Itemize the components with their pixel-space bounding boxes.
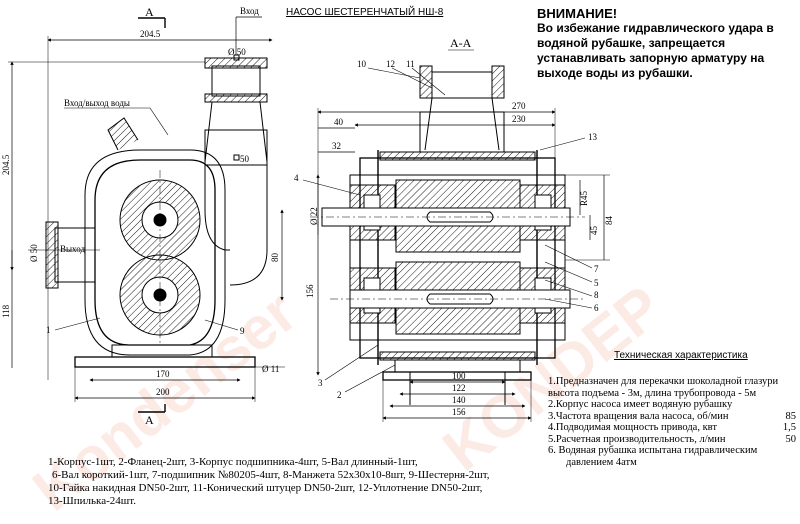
warning-note: ВНИМАНИЕ! Во избежание гидравлического у… <box>537 6 795 81</box>
callout-side-5: 5 <box>594 278 599 288</box>
dim-100: 100 <box>452 371 466 381</box>
dim-hole: Ø 11 <box>262 364 279 374</box>
spec-line-6: 6. Водяная рубашка испытана гидравлическ… <box>548 445 758 456</box>
specs-block: 1.Предназначен для перекачки шоколадной … <box>548 376 796 468</box>
callout-side-8: 8 <box>594 290 599 300</box>
dim-156-horizontal: 156 <box>452 407 466 417</box>
callout-front-9: 9 <box>240 326 245 336</box>
dim-32: 32 <box>332 141 341 151</box>
side-section-view: A-A 270 230 40 32 <box>294 36 614 422</box>
callout-front-1: 1 <box>46 325 51 335</box>
dim-45: 45 <box>589 226 599 236</box>
warning-heading: ВНИМАНИЕ! <box>537 6 618 21</box>
outlet-label: Выход <box>60 244 85 254</box>
warning-text: Во избежание гидравлического удара в вод… <box>537 21 774 80</box>
dim-inlet-diameter: Ø 50 <box>29 244 39 262</box>
dim-base-200: 200 <box>156 387 170 397</box>
callout-side-13: 13 <box>588 132 598 142</box>
legend-line-3: 10-Гайка накидная DN50-2шт, 11-Конически… <box>48 482 483 494</box>
dim-width-top: 204.5 <box>140 29 161 39</box>
spec-value-4: 1,5 <box>782 422 796 433</box>
dim-outlet-diameter: Ø 50 <box>228 47 246 57</box>
callout-side-6: 6 <box>594 303 599 313</box>
spec-line-1: 1.Предназначен для перекачки шоколадной … <box>548 376 779 387</box>
spec-value-5: 50 <box>785 433 797 445</box>
legend-line-1: 1-Корпус-1шт, 2-Фланец-2шт, 3-Корпус под… <box>48 456 418 468</box>
legend-line-4: 13-Шпилька-24шт. <box>48 495 136 507</box>
dim-gap-80: 80 <box>270 253 280 263</box>
spec-line-5: 5.Расчетная производительность, л/мин <box>548 433 726 445</box>
dim-height-left: 204.5 <box>1 154 11 175</box>
jacket-label: Вход/выход воды <box>64 98 130 108</box>
inlet-label: Вход <box>240 6 259 16</box>
callout-side-10: 10 <box>357 59 367 69</box>
section-mark-bottom: A <box>145 413 154 427</box>
dim-122: 122 <box>452 383 466 393</box>
spec-line-2: 2.Корпус насоса имеет водяную рубашку <box>548 399 733 410</box>
dim-84: 84 <box>604 216 614 226</box>
front-view: A A Вход 204.5 204.5 118 Ø 50 50 <box>1 5 285 427</box>
spec-row-5: 5.Расчетная производительность, л/мин 50 <box>548 434 796 446</box>
dim-r45: R45 <box>579 190 589 206</box>
callout-side-4: 4 <box>294 173 299 183</box>
dim-40: 40 <box>334 117 344 127</box>
spec-line-1b: высота подъема - 3м, длина трубопровода … <box>548 387 757 399</box>
spec-line-4: 4.Подводимая мощность привода, квт <box>548 422 717 433</box>
specs-title: Техническая характеристика <box>614 350 748 361</box>
dim-shaft-diameter: Ø 22 <box>309 207 319 225</box>
spec-row-3: 3.Частота вращения вала насоса, об/мин 85 <box>548 411 796 423</box>
dim-base-170: 170 <box>156 369 170 379</box>
dim-270: 270 <box>512 101 526 111</box>
callout-side-11: 11 <box>406 59 415 69</box>
callout-side-3: 3 <box>318 378 323 388</box>
dim-156-vertical: 156 <box>305 284 315 298</box>
section-title: A-A <box>450 36 472 50</box>
callout-side-2: 2 <box>337 390 342 400</box>
callout-side-7: 7 <box>594 264 599 274</box>
spec-value-3: 85 <box>785 410 797 422</box>
dim-230: 230 <box>512 114 526 124</box>
spec-line-3: 3.Частота вращения вала насоса, об/мин <box>548 410 729 422</box>
section-mark-top: A <box>145 5 154 19</box>
legend-line-2: 6-Вал короткий-1шт, 7-подшипник №80205-4… <box>52 469 490 481</box>
dim-140: 140 <box>452 395 466 405</box>
spec-row-4: 4.Подводимая мощность привода, квт 1,5 <box>548 422 796 434</box>
parts-legend: 1-Корпус-1шт, 2-Фланец-2шт, 3-Корпус под… <box>48 456 568 508</box>
drawing-title: НАСОС ШЕСТЕРЕНЧАТЫЙ НШ-8 <box>286 5 444 18</box>
dim-flange-50: 50 <box>240 154 250 164</box>
dim-base-height: 118 <box>1 304 11 318</box>
spec-line-6b: давлением 4атм <box>566 456 637 468</box>
callout-side-12: 12 <box>386 59 395 69</box>
